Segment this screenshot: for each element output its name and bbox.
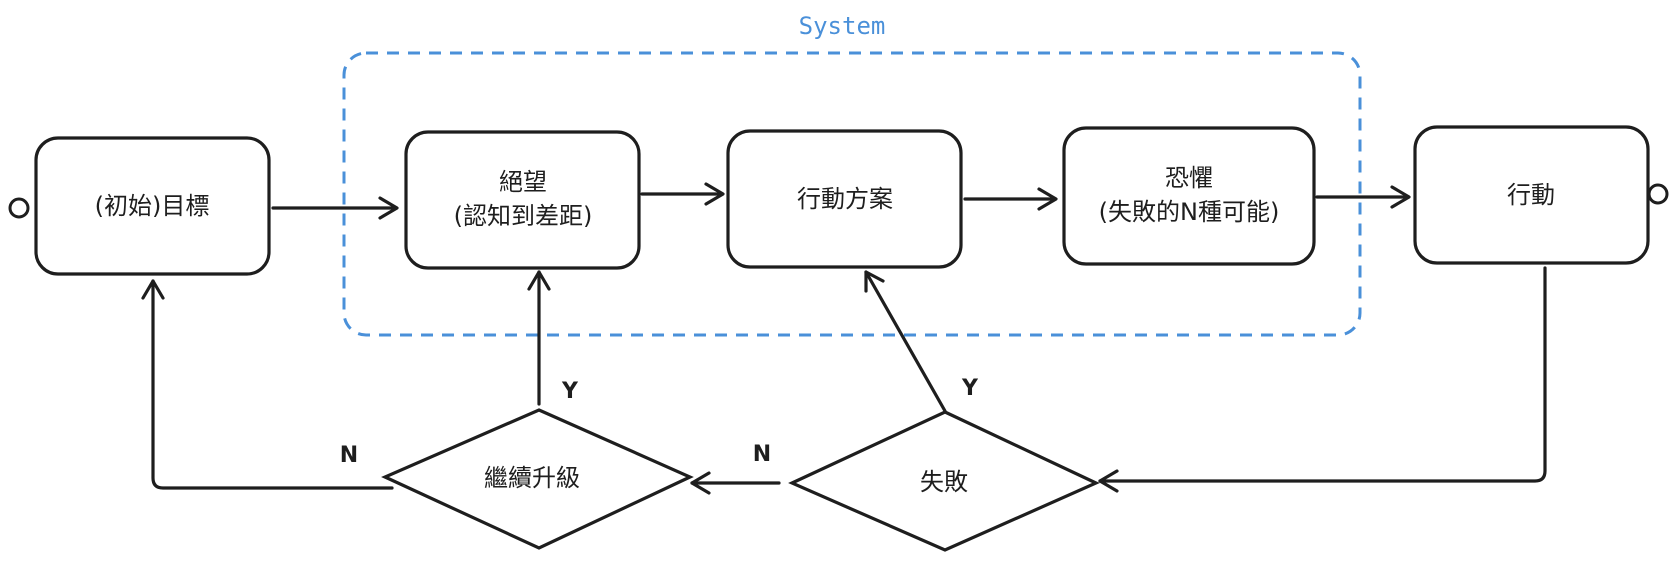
arrowhead <box>1098 469 1119 493</box>
node-action: 行動 <box>1413 125 1650 265</box>
arrowhead <box>1390 185 1411 209</box>
edge-upgrade-to-despair <box>527 270 551 406</box>
edge-failure-to-upgrade <box>690 471 781 495</box>
system-group: System <box>342 12 1362 337</box>
arrowhead <box>704 182 725 206</box>
node-continue-upgrade-label: 繼續升級 <box>484 464 580 492</box>
node-failure-label: 失敗 <box>920 468 968 496</box>
node-continue-upgrade: 繼續升級 <box>381 408 694 550</box>
arrowhead <box>141 279 165 300</box>
node-failure: 失敗 <box>788 410 1100 552</box>
node-fear: 恐懼 (失敗的N種可能) <box>1062 126 1316 266</box>
edge-plan-to-fear <box>963 187 1058 211</box>
node-initial-goal-label: (初始)目標 <box>95 192 210 220</box>
node-despair-line2: (認知到差距) <box>454 202 593 230</box>
edge-action-to-failure <box>1098 266 1547 493</box>
end-terminal <box>1647 183 1669 205</box>
edge-label-failure-no: N <box>753 442 771 467</box>
arrowhead <box>864 270 885 293</box>
node-despair-line1: 絕望 <box>499 168 547 196</box>
edges <box>141 182 1547 495</box>
node-despair: 絕望 (認知到差距) <box>404 130 641 270</box>
node-action-plan-label: 行動方案 <box>797 185 893 213</box>
system-group-frame <box>342 51 1362 337</box>
node-action-label: 行動 <box>1507 181 1555 209</box>
edge-label-upgrade-yes: Y <box>561 379 579 404</box>
node-initial-goal: (初始)目標 <box>34 136 271 276</box>
arrowhead <box>527 270 551 291</box>
edge-failure-to-plan <box>864 270 947 413</box>
node-fear-line1: 恐懼 <box>1165 164 1213 192</box>
edge-goal-to-despair <box>271 196 399 220</box>
node-action-plan: 行動方案 <box>726 129 963 269</box>
system-group-label: System <box>799 12 886 40</box>
arrowhead <box>378 196 399 220</box>
start-terminal <box>8 197 30 219</box>
node-fear-line2: (失敗的N種可能) <box>1099 198 1280 226</box>
edge-label-upgrade-no: N <box>340 443 358 468</box>
arrowhead <box>690 471 711 495</box>
edge-upgrade-to-goal <box>141 279 394 490</box>
edge-fear-to-action <box>1315 185 1411 209</box>
arrowhead <box>1037 187 1058 211</box>
edge-despair-to-plan <box>640 182 725 206</box>
edge-label-failure-yes: Y <box>961 376 979 401</box>
